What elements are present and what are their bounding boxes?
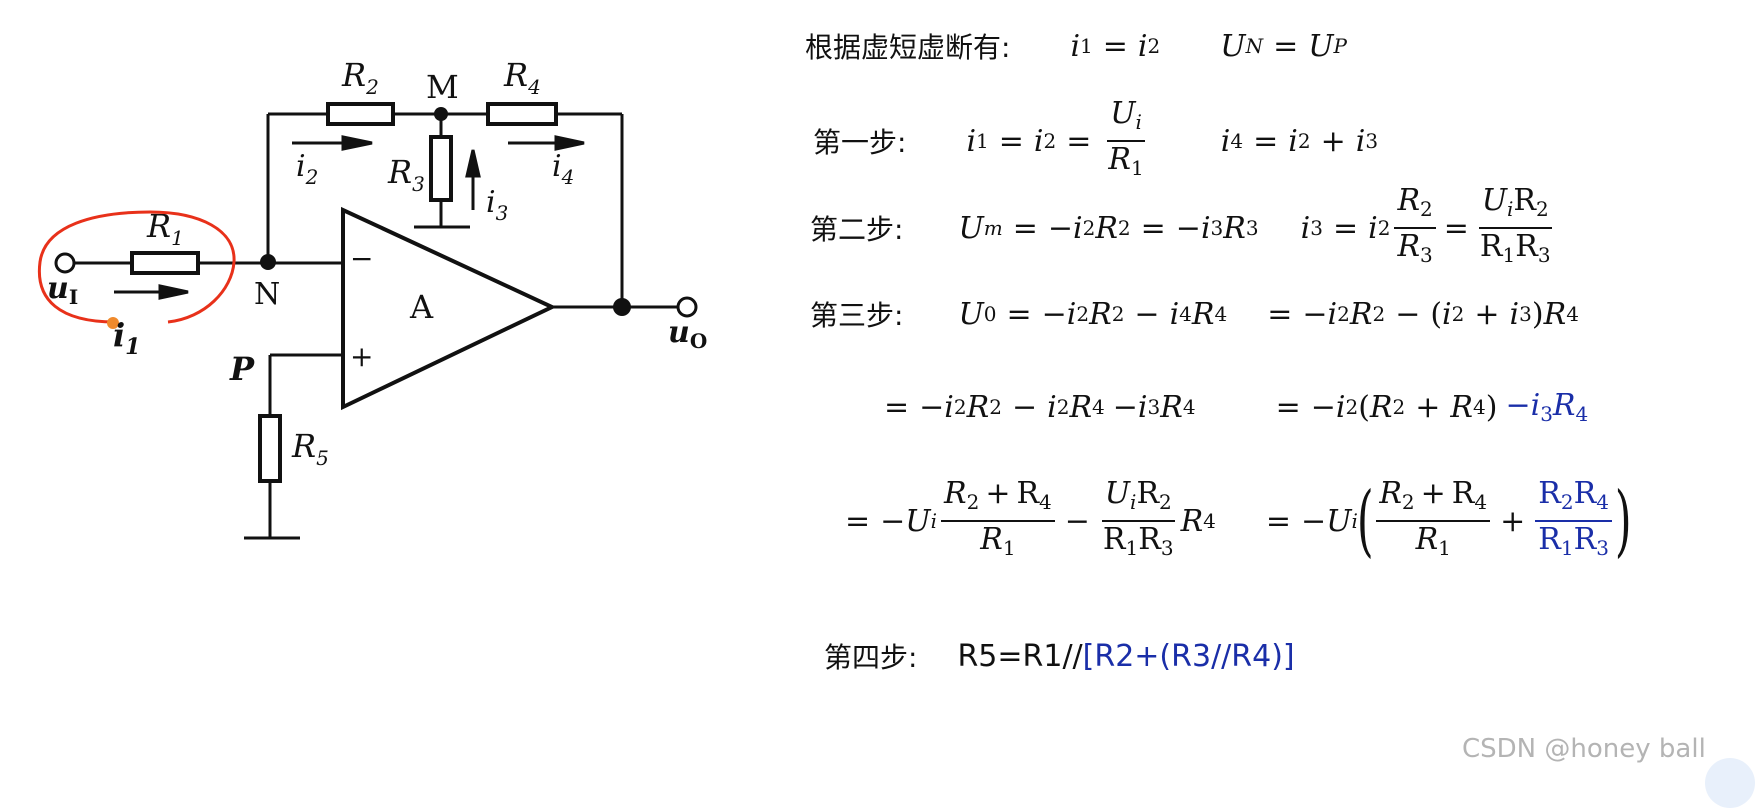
step4-formula-blue: [R2+(R3//R4)]: [1082, 638, 1295, 674]
node-n: [260, 254, 276, 270]
label-a: A: [409, 288, 434, 326]
arrow-i4-head: [554, 135, 585, 151]
step3-label: 第三步:: [810, 299, 904, 332]
step2-label: 第二步:: [810, 213, 904, 246]
resistor-r5: [258, 414, 282, 483]
terminal-output: [676, 296, 698, 318]
label-minus: −: [350, 242, 373, 275]
step4-label: 第四步:: [824, 641, 918, 674]
arrow-i3-head: [465, 149, 481, 178]
label-plus: +: [350, 340, 373, 373]
label-ui: uI: [47, 271, 78, 309]
label-i2: i2: [296, 149, 318, 189]
annotation-red-loop: [37, 210, 236, 324]
terminal-input: [54, 252, 76, 274]
step4-formula-black: R5=R1//: [957, 638, 1083, 674]
label-m: M: [426, 68, 459, 106]
resistor-r2: [326, 102, 395, 126]
intro-label: 根据虚短虚断有:: [805, 31, 1011, 64]
label-r5: R5: [291, 427, 329, 470]
corner-badge: [1705, 758, 1755, 808]
node-m: [434, 107, 448, 121]
step4-row: 第四步: R5=R1//[R2+(R3//R4)]: [824, 636, 1295, 676]
step1-label: 第一步:: [813, 126, 907, 159]
op-amp-triangle: [341, 206, 557, 411]
label-p: P: [229, 350, 255, 388]
label-i3: i3: [486, 185, 508, 225]
arrow-i1-head: [158, 284, 189, 300]
label-r4: R4: [503, 56, 541, 99]
label-r2: R2: [341, 56, 379, 99]
arrow-i2-head: [341, 135, 373, 151]
resistor-r3: [429, 135, 453, 202]
label-uo: uO: [668, 315, 707, 353]
op-amp-circuit-diagram: R1 R2 R4 R3 R5 M N A P − + i2 i4 i3 uI u…: [37, 56, 707, 540]
resistor-r4: [486, 102, 558, 126]
annotation-orange-dot: [107, 317, 119, 329]
label-i1-handwritten: i1: [113, 316, 140, 360]
label-r3: R3: [387, 153, 425, 196]
watermark: CSDN @honey ball: [1462, 734, 1706, 764]
resistor-r1: [130, 251, 200, 275]
label-i4: i4: [552, 149, 574, 189]
node-output: [613, 298, 631, 316]
label-n: N: [254, 277, 280, 312]
